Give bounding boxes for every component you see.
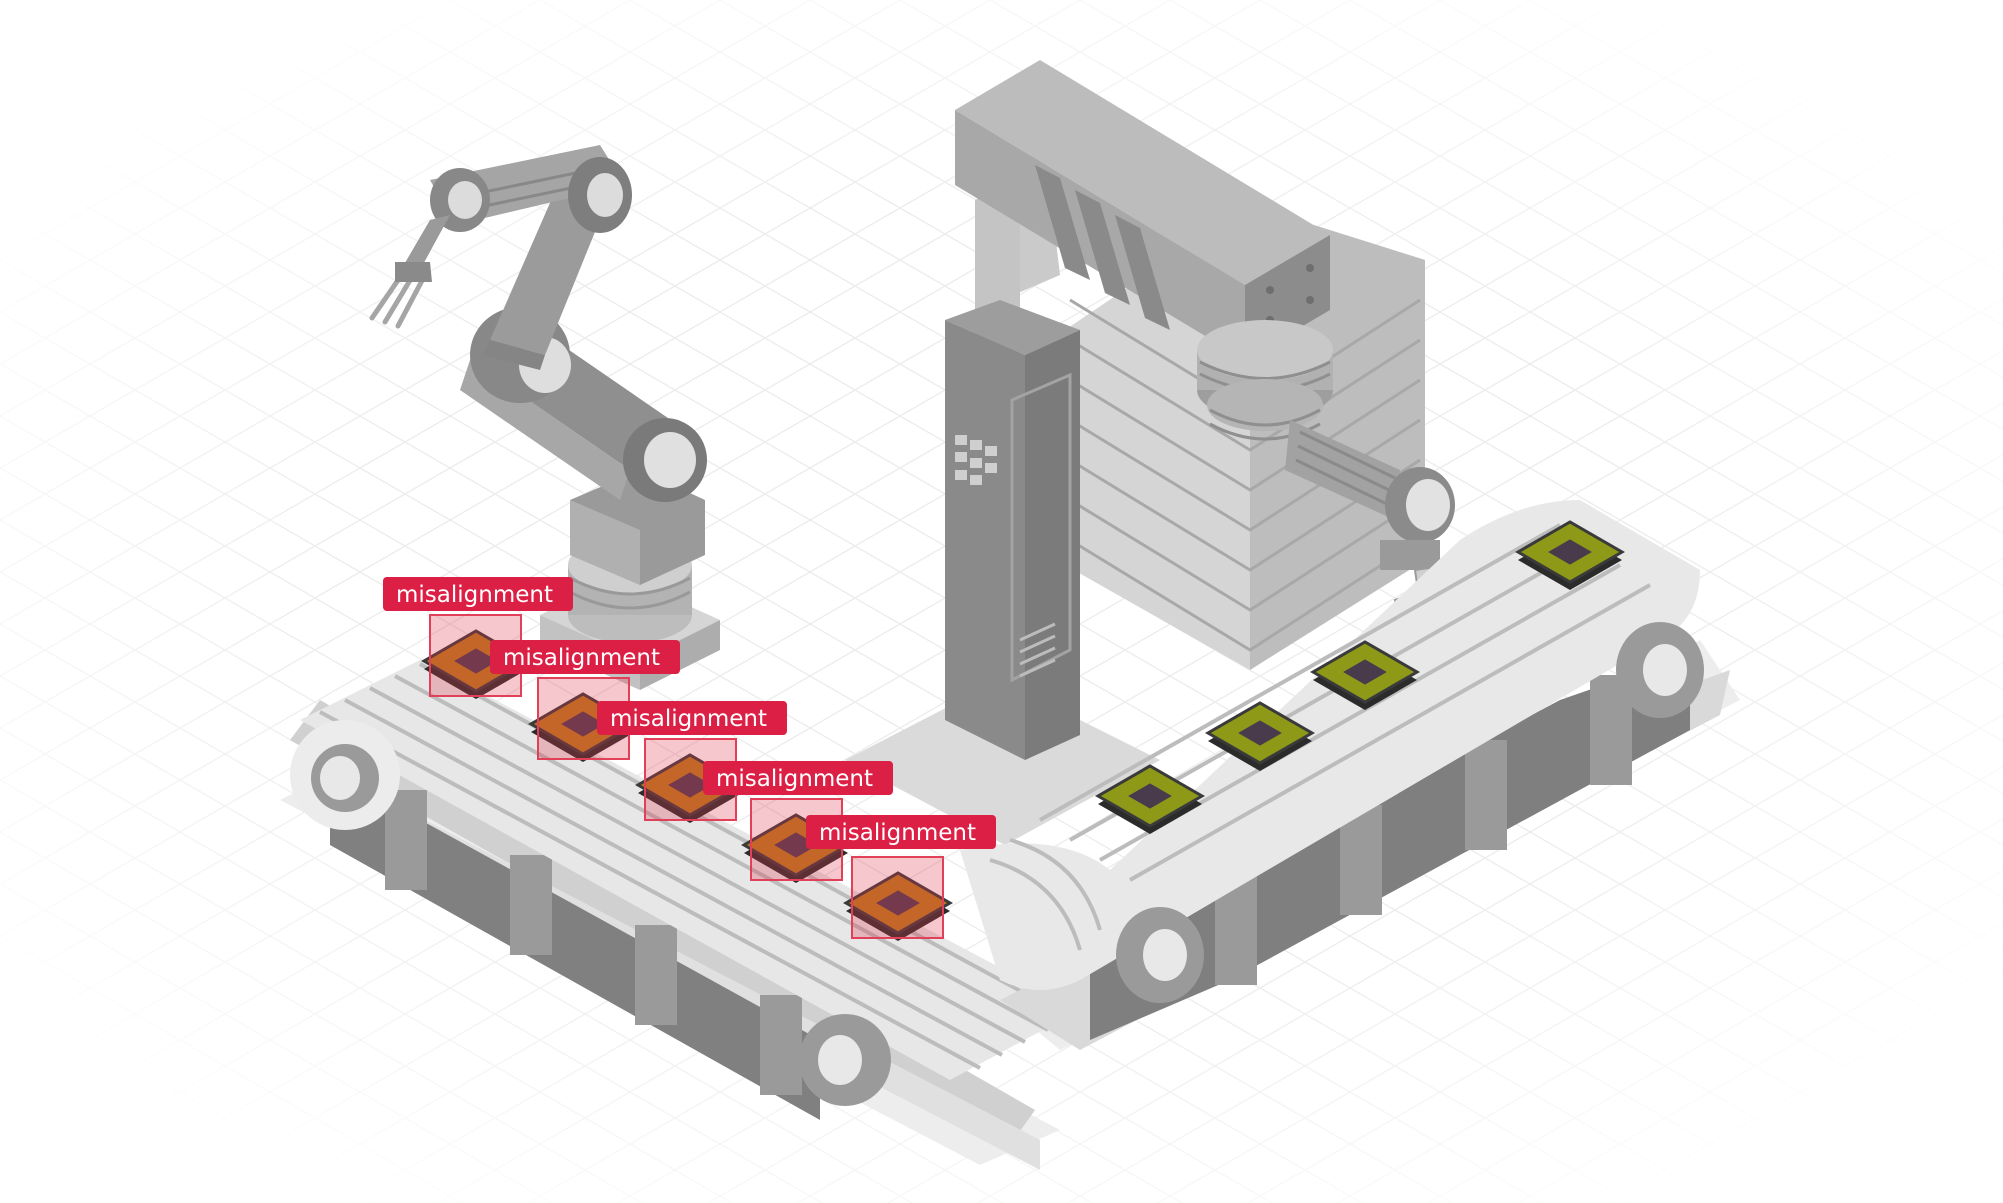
gantry-press-icon bbox=[845, 60, 1472, 845]
svg-text:misalignment: misalignment bbox=[819, 820, 976, 846]
detection-label-5: misalignment bbox=[806, 815, 996, 849]
svg-text:misalignment: misalignment bbox=[503, 645, 660, 671]
good-chips bbox=[1094, 520, 1626, 834]
microchip-icon bbox=[1094, 764, 1206, 834]
microchip-icon bbox=[1514, 520, 1626, 590]
detection-label-3: misalignment bbox=[597, 701, 787, 735]
microchip-icon bbox=[1309, 640, 1421, 710]
detection-label-1: misalignment bbox=[383, 577, 573, 611]
detection-box-5[interactable] bbox=[851, 856, 944, 939]
keypad-icon bbox=[955, 435, 997, 485]
svg-text:misalignment: misalignment bbox=[396, 582, 553, 608]
microchip-icon bbox=[1204, 701, 1316, 771]
detection-label-2: misalignment bbox=[490, 640, 680, 674]
conveyor-belt-icon bbox=[290, 660, 1080, 1170]
conveyor-belt-right bbox=[960, 500, 1730, 1050]
svg-text:misalignment: misalignment bbox=[610, 706, 767, 732]
svg-text:misalignment: misalignment bbox=[716, 766, 873, 792]
microchip-icon bbox=[842, 871, 954, 941]
detection-label-4: misalignment bbox=[703, 761, 893, 795]
